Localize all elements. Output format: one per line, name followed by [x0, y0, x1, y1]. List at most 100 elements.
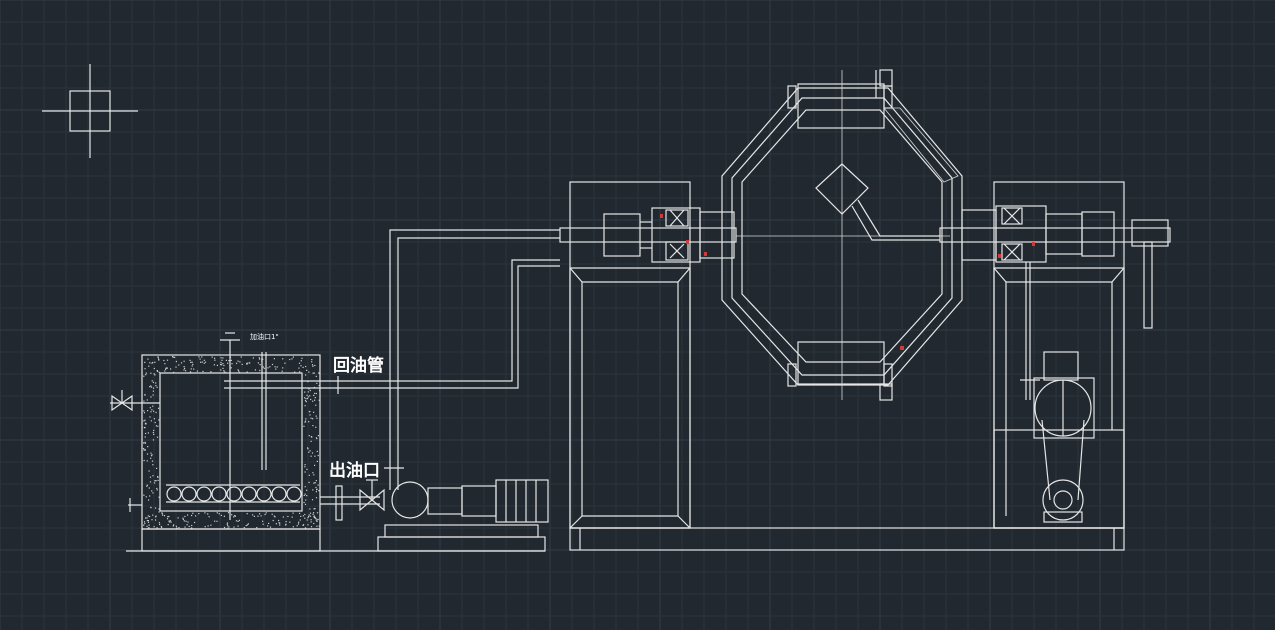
oil-pump-motor: [377, 479, 549, 552]
insulation-speck: [308, 421, 310, 423]
insulation-speck: [309, 395, 311, 397]
insulation-speck: [204, 512, 206, 514]
insulation-speck: [172, 356, 174, 358]
insulation-speck: [184, 367, 186, 369]
insulation-speck: [289, 358, 291, 361]
insulation-speck: [318, 525, 320, 527]
insulation-speck: [220, 363, 222, 366]
insulation-speck: [156, 386, 158, 388]
insulation-speck: [152, 405, 154, 407]
insulation-speck: [211, 356, 213, 358]
tank-insulation-fill: [143, 356, 321, 529]
insulation-speck: [184, 515, 186, 518]
insulation-speck: [308, 451, 310, 453]
insulation-speck: [166, 359, 169, 361]
insulation-speck: [316, 460, 318, 462]
insulation-speck: [177, 517, 179, 519]
insulation-speck: [144, 436, 146, 438]
insulation-speck: [151, 380, 153, 382]
insulation-speck: [193, 368, 195, 370]
insulation-speck: [281, 370, 283, 372]
insulation-speck: [231, 514, 233, 516]
insulation-speck: [310, 521, 312, 523]
insulation-speck: [154, 421, 156, 424]
insulation-speck: [259, 358, 261, 360]
insulation-speck: [258, 357, 260, 359]
insulation-speck: [227, 527, 229, 529]
insulation-speck: [301, 357, 303, 359]
heater-coil: [196, 486, 212, 502]
insulation-speck: [207, 525, 209, 527]
insulation-speck: [149, 515, 151, 518]
insulation-speck: [314, 399, 316, 401]
dryer-right-support: [993, 181, 1125, 529]
insulation-speck: [223, 364, 225, 367]
insulation-speck: [145, 422, 147, 424]
insulation-speck: [153, 429, 155, 431]
insulation-speck: [306, 519, 308, 521]
insulation-speck: [304, 400, 307, 402]
insulation-speck: [156, 489, 158, 491]
insulation-speck: [305, 499, 307, 501]
insulation-speck: [318, 384, 320, 387]
insulation-speck: [149, 495, 151, 497]
insulation-speck: [157, 407, 160, 409]
insulation-speck: [156, 370, 158, 372]
insulation-speck: [304, 527, 307, 529]
insulation-speck: [170, 368, 172, 370]
insulation-speck: [150, 372, 152, 374]
insulation-speck: [272, 519, 274, 522]
insulation-speck: [150, 507, 152, 509]
insulation-speck: [158, 522, 160, 524]
insulation-speck: [147, 521, 150, 523]
insulation-speck: [155, 385, 157, 387]
insulation-speck: [148, 524, 150, 526]
insulation-speck: [155, 382, 157, 384]
insulation-speck: [148, 487, 150, 489]
insulation-speck: [237, 360, 239, 362]
insulation-speck: [312, 372, 314, 374]
insulation-speck: [273, 515, 275, 517]
insulation-speck: [191, 361, 193, 363]
insulation-speck: [239, 361, 241, 363]
insulation-speck: [303, 524, 305, 526]
insulation-speck: [308, 481, 310, 483]
insulation-speck: [262, 523, 264, 525]
insulation-speck: [158, 358, 160, 360]
insulation-speck: [201, 356, 203, 358]
insulation-speck: [240, 356, 242, 358]
insulation-speck: [318, 490, 320, 492]
insulation-speck: [311, 361, 313, 363]
insulation-speck: [311, 364, 314, 366]
insulation-speck: [238, 519, 240, 521]
insulation-speck: [307, 396, 309, 398]
insulation-speck: [303, 501, 305, 504]
insulation-speck: [151, 409, 153, 411]
insulation-speck: [169, 520, 172, 522]
insulation-speck: [156, 527, 158, 529]
insulation-speck: [158, 508, 160, 510]
insulation-speck: [308, 371, 310, 373]
insulation-speck: [262, 358, 264, 360]
insulation-speck: [157, 357, 159, 359]
insulation-speck: [316, 488, 318, 490]
insulation-speck: [150, 420, 152, 422]
insulation-speck: [306, 489, 308, 491]
insulation-speck: [156, 487, 158, 490]
insulation-speck: [274, 516, 276, 518]
insulation-speck: [252, 357, 254, 359]
insulation-speck: [245, 525, 247, 527]
insulation-speck: [182, 517, 184, 519]
insulation-speck: [304, 513, 306, 516]
heater-coil: [256, 486, 272, 502]
insulation-speck: [154, 361, 156, 363]
insulation-speck: [259, 364, 261, 366]
insulation-speck: [304, 464, 306, 466]
insulation-speck: [153, 410, 155, 412]
insulation-speck: [310, 440, 312, 442]
insulation-speck: [157, 479, 159, 481]
insulation-speck: [210, 371, 212, 373]
insulation-speck: [318, 389, 321, 392]
